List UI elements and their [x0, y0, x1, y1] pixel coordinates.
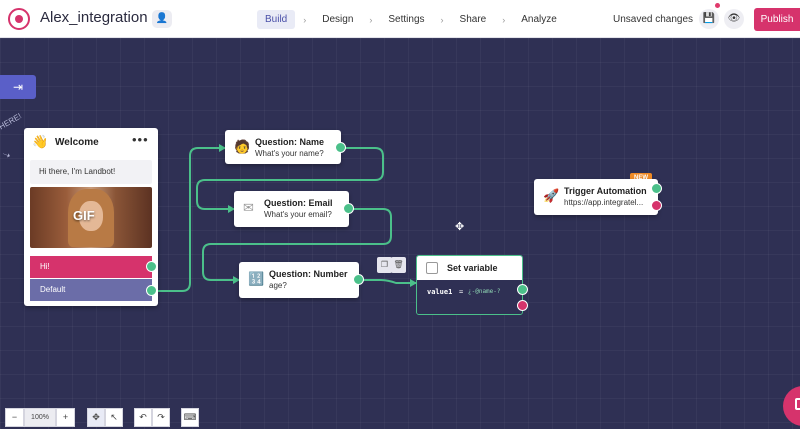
tab-build[interactable]: Build — [257, 10, 296, 29]
wire-arrow-icon — [219, 144, 226, 152]
landbot-logo-icon[interactable] — [8, 8, 30, 30]
output-connector[interactable] — [353, 274, 364, 285]
wire-number-to-setvar — [359, 279, 416, 284]
message-bubble: Hi there, I'm Landbot! — [30, 160, 152, 184]
block-title: Question: Email — [264, 198, 333, 208]
zoom-out-button[interactable]: − — [5, 408, 24, 427]
output-connector[interactable] — [517, 284, 528, 295]
block-subtitle: What's your name? — [255, 149, 324, 158]
rocket-icon: 🚀 — [543, 188, 560, 203]
chevron-right-icon: › — [303, 14, 307, 25]
error-connector[interactable] — [517, 300, 528, 311]
output-connector[interactable] — [651, 183, 662, 194]
variable-value: ¿-@name-? — [468, 288, 501, 295]
trigger-automation-block[interactable]: 🚀 Trigger Automation https://app.integra… — [534, 179, 658, 215]
top-bar: Alex_integration 👤 Build › Design › Sett… — [0, 0, 800, 38]
envelope-icon: ✉ — [243, 200, 254, 215]
bot-title[interactable]: Alex_integration — [40, 9, 148, 26]
waving-hand-icon: 👋 — [32, 134, 49, 149]
tab-analyze[interactable]: Analyze — [521, 14, 557, 25]
wire-email-to-number — [202, 208, 392, 281]
numbers-icon: 🔢 — [248, 271, 265, 286]
pan-tool-icon[interactable]: ✥ — [87, 408, 105, 427]
block-title: Welcome — [55, 137, 99, 148]
save-icon[interactable]: 💾 — [699, 9, 719, 29]
wire-arrow-icon — [228, 205, 235, 213]
chat-launcher-button[interactable] — [783, 386, 800, 426]
error-connector[interactable] — [651, 200, 662, 211]
copy-icon[interactable]: ❐ — [377, 257, 392, 273]
eye-icon[interactable]: 👁 — [724, 9, 744, 29]
output-connector[interactable] — [146, 285, 157, 296]
new-badge: NEW — [630, 173, 652, 183]
question-number-block[interactable]: 🔢 Question: Number age? — [239, 262, 359, 298]
undo-icon[interactable]: ↶ — [134, 408, 152, 427]
chevron-right-icon: › — [440, 14, 444, 25]
chevron-right-icon: › — [502, 14, 506, 25]
block-subtitle: age? — [269, 281, 287, 290]
unsaved-status: Unsaved changes — [613, 14, 694, 25]
question-email-block[interactable]: ✉ Question: Email What's your email? — [234, 191, 349, 227]
gif-label: GIF — [73, 208, 95, 223]
wire-default-to-name — [157, 147, 225, 292]
block-title: Question: Number — [269, 269, 348, 279]
question-name-block[interactable]: 🧑 Question: Name What's your name? — [225, 130, 341, 164]
trash-icon[interactable]: 🗑 — [391, 257, 406, 273]
output-connector[interactable] — [343, 203, 354, 214]
block-subtitle: What's your email? — [264, 210, 332, 219]
block-title: Set variable — [447, 263, 498, 273]
block-subtitle: https://app.integratel... — [564, 198, 644, 207]
tab-settings[interactable]: Settings — [388, 14, 425, 25]
set-variable-block[interactable]: Set variable value1 = ¿-@name-? — [416, 255, 523, 315]
output-connector[interactable] — [335, 142, 346, 153]
main-nav: Build › Design › Settings › Share › Anal… — [257, 9, 565, 30]
chevron-right-icon: › — [369, 14, 373, 25]
gif-image: GIF — [30, 187, 152, 248]
person-emoji-icon: 🧑 — [234, 139, 251, 154]
select-checkbox[interactable] — [426, 262, 438, 274]
notification-dot — [715, 3, 720, 8]
variable-name: value1 — [427, 288, 453, 296]
tab-design[interactable]: Design — [322, 14, 354, 25]
block-title: Question: Name — [255, 137, 325, 147]
wire-arrow-icon — [233, 276, 240, 284]
keyboard-icon[interactable]: ⌨ — [181, 408, 199, 427]
redo-icon[interactable]: ↷ — [152, 408, 170, 427]
wire-name-to-email — [196, 147, 384, 210]
more-options-icon[interactable]: ••• — [132, 132, 149, 147]
button-default[interactable]: Default — [30, 279, 152, 301]
pointer-tool-icon[interactable]: ↖ — [105, 408, 123, 427]
welcome-block[interactable]: 👋 Welcome ••• Hi there, I'm Landbot! GIF… — [24, 128, 158, 306]
block-title: Trigger Automation — [564, 186, 647, 196]
tab-share[interactable]: Share — [459, 14, 487, 25]
expand-panel-icon[interactable]: ⇥ — [0, 75, 36, 99]
zoom-in-button[interactable]: + — [56, 408, 75, 427]
wire-arrow-icon — [410, 279, 417, 287]
button-hi[interactable]: Hi! — [30, 256, 152, 278]
user-icon[interactable]: 👤 — [152, 10, 172, 28]
zoom-level: 100% — [24, 408, 56, 427]
variable-equals: = — [459, 288, 464, 296]
chat-icon — [795, 398, 800, 410]
move-cursor-icon: ✥ — [455, 221, 465, 233]
publish-button[interactable]: Publish — [754, 8, 800, 31]
output-connector[interactable] — [146, 261, 157, 272]
